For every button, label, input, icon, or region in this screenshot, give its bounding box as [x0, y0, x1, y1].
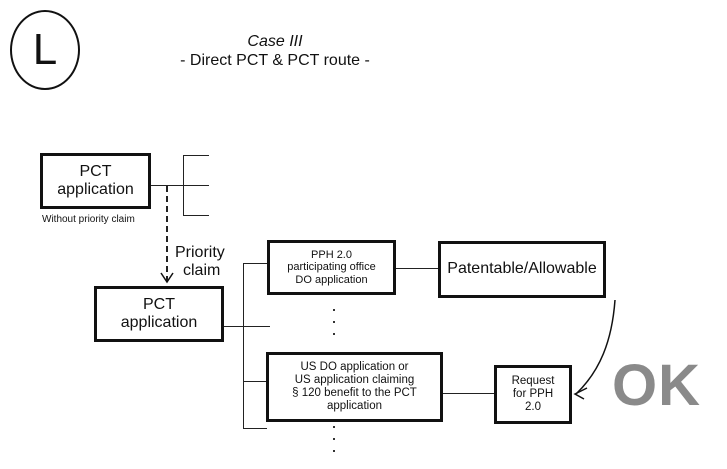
us-do-line3: § 120 benefit to the PCT [292, 387, 417, 400]
second-pct-line1: PCT [143, 296, 175, 314]
pph-office-line1: PPH 2.0 [311, 249, 352, 262]
priority-dashed-line [166, 186, 168, 282]
second-pct-bracket-vertical [243, 263, 244, 429]
us-do-application-box: US DO application or US application clai… [266, 352, 443, 422]
ellipsis-dot [333, 438, 335, 440]
us-do-line2: US application claiming [295, 374, 415, 387]
bracket-to-us-do [243, 381, 267, 382]
second-pct-line2: application [121, 314, 198, 332]
request-line1: Request [512, 375, 555, 388]
case-title: Case III [180, 33, 370, 51]
first-pct-bracket-vertical [183, 155, 184, 216]
bracket-to-pph-office [243, 263, 267, 264]
second-pct-connector [224, 326, 270, 327]
priority-claim-label: Priority claim [175, 244, 225, 279]
ellipsis-dot [333, 450, 335, 452]
pph-office-line3: DO application [295, 274, 367, 287]
request-line3: 2.0 [525, 401, 541, 414]
ellipsis-dot [333, 321, 335, 323]
without-priority-note: Without priority claim [42, 214, 135, 225]
priority-label-line2: claim [175, 262, 225, 280]
request-pph-box: Request for PPH 2.0 [494, 365, 572, 424]
route-subtitle: - Direct PCT & PCT route - [170, 52, 380, 70]
first-pct-application-box: PCT application [40, 153, 151, 209]
us-do-to-request-connector [443, 393, 494, 394]
second-pct-application-box: PCT application [94, 286, 224, 342]
request-line2: for PPH [513, 388, 553, 401]
us-do-line1: US DO application or [300, 361, 408, 374]
first-pct-line1: PCT [80, 163, 112, 181]
pph-office-do-application-box: PPH 2.0 participating office DO applicat… [267, 240, 396, 295]
patentable-label: Patentable/Allowable [447, 260, 596, 278]
badge-letter: L [33, 25, 57, 75]
ok-result-label: OK [612, 352, 701, 419]
priority-arrowhead-icon [160, 272, 174, 284]
first-pct-bracket-top [183, 155, 209, 156]
ellipsis-dot [333, 309, 335, 311]
ellipsis-dot [333, 426, 335, 428]
case-letter-badge: L [10, 10, 80, 90]
ellipsis-dot [333, 333, 335, 335]
first-pct-connector [151, 185, 209, 186]
pph-office-line2: participating office [287, 261, 375, 274]
us-do-line4: application [327, 400, 382, 413]
patentable-allowable-box: Patentable/Allowable [438, 241, 606, 298]
first-pct-line2: application [57, 181, 134, 199]
first-pct-bracket-bottom [183, 215, 209, 216]
pph-to-patentable-connector [396, 268, 438, 269]
bracket-bottom [243, 428, 267, 429]
priority-label-line1: Priority [175, 244, 225, 262]
